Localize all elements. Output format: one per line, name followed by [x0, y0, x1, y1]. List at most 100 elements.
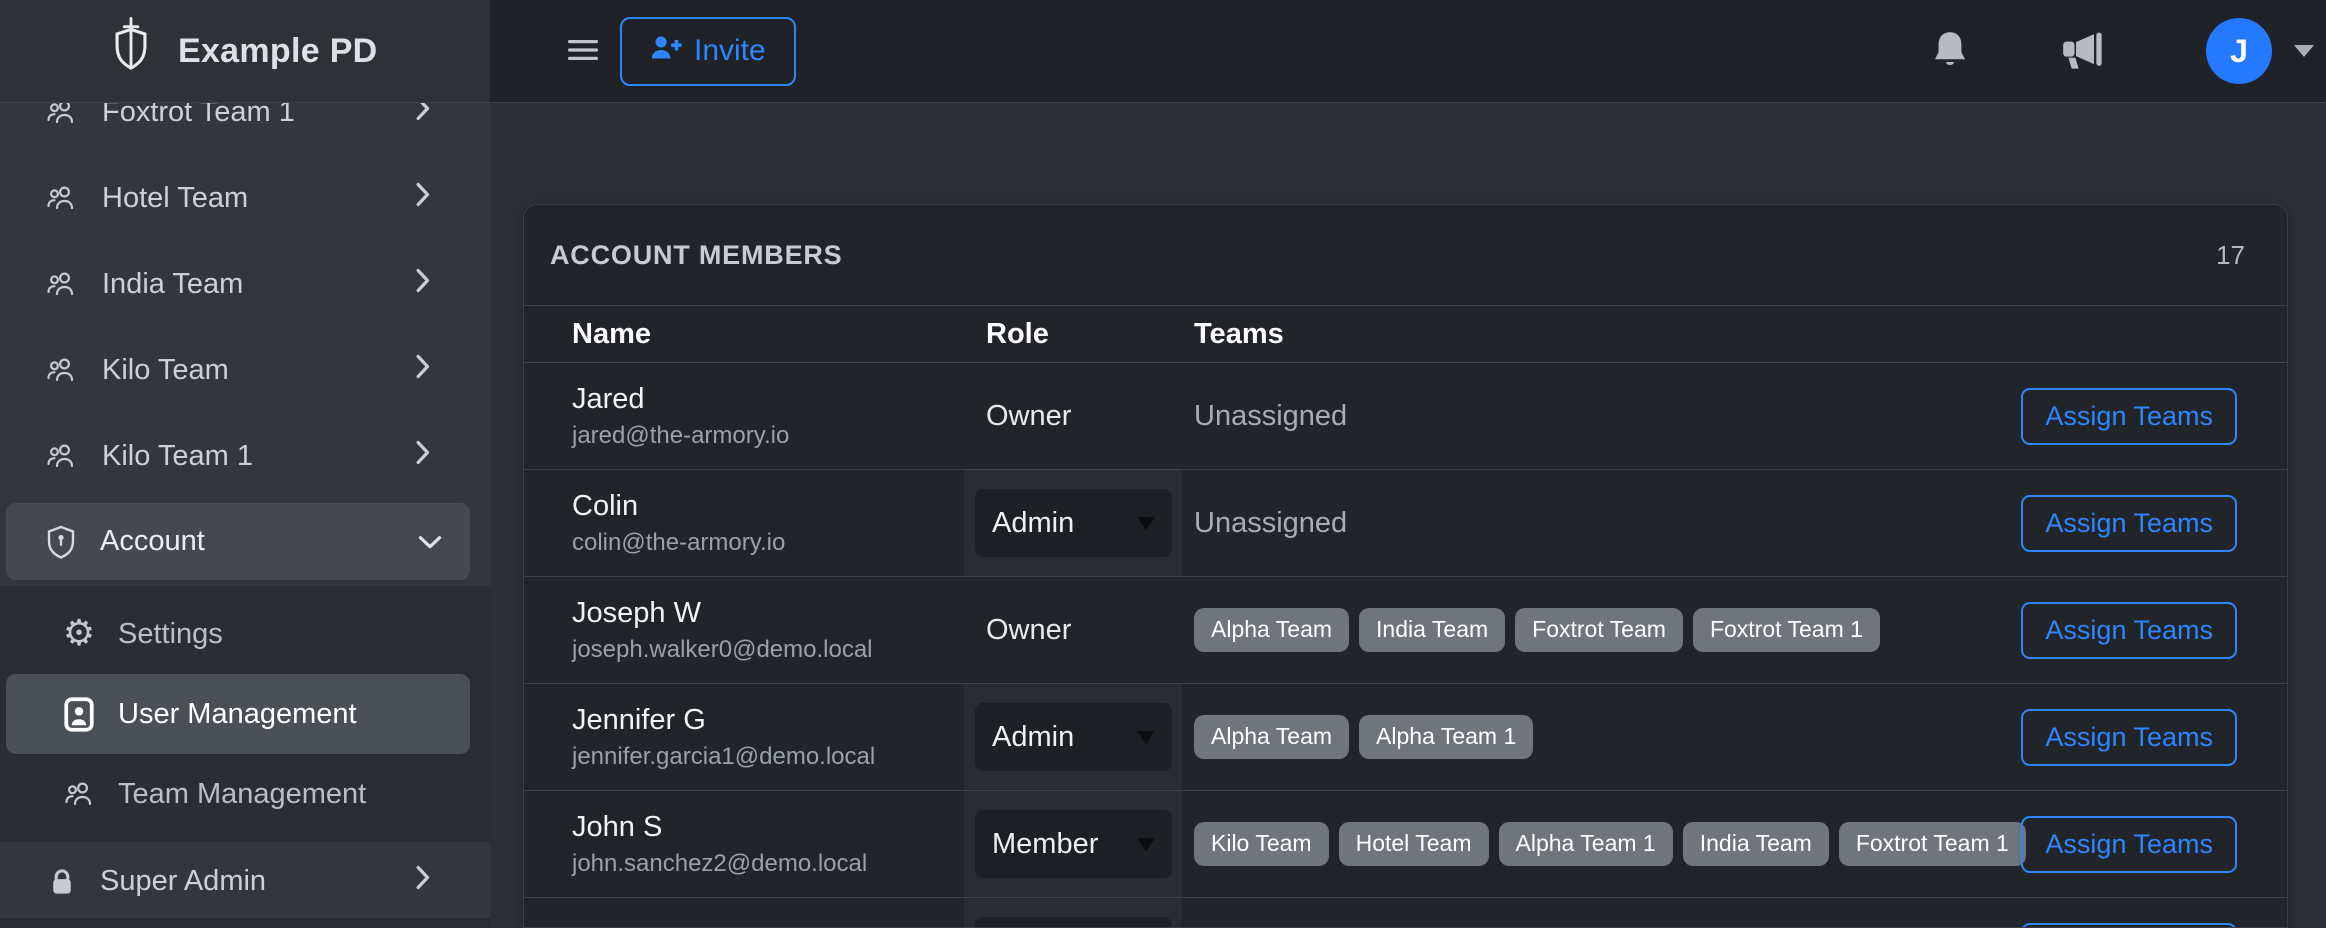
- member-role-cell: Owner: [964, 577, 1182, 683]
- page-content: ACCOUNT MEMBERS 17 Name Role Teams Jared…: [490, 103, 2326, 928]
- avatar[interactable]: J: [2206, 18, 2272, 84]
- column-header-role: Role: [986, 317, 1049, 350]
- member-email: jared@the-armory.io: [572, 422, 790, 450]
- dropdown-caret-icon: [1137, 837, 1155, 851]
- member-name-cell: Jennifer G jennifer.garcia1@demo.local: [524, 684, 964, 790]
- assign-teams-button[interactable]: Assign Teams: [2021, 601, 2237, 659]
- sidebar-item-label: India Team: [102, 267, 244, 300]
- assign-teams-button[interactable]: Assign Teams: [2021, 922, 2237, 927]
- member-role-text: Owner: [986, 399, 1072, 432]
- member-action-cell: Assign Teams: [2021, 363, 2287, 469]
- avatar-caret-down-icon[interactable]: [2294, 45, 2314, 57]
- sidebar-item-team-management[interactable]: Team Management: [0, 754, 490, 834]
- member-role-text: Owner: [986, 613, 1072, 646]
- invite-button-label: Invite: [694, 34, 766, 67]
- sidebar-item-team-4[interactable]: Kilo Team: [0, 327, 490, 413]
- invite-button[interactable]: Invite: [620, 16, 796, 86]
- member-email: jennifer.garcia1@demo.local: [572, 743, 876, 771]
- role-dropdown[interactable]: Admin: [975, 489, 1172, 557]
- role-dropdown[interactable]: Member: [975, 810, 1172, 878]
- role-dropdown[interactable]: [975, 917, 1172, 927]
- role-dropdown[interactable]: Admin: [975, 703, 1172, 771]
- column-header-actions: [2037, 306, 2287, 362]
- member-role-cell: [964, 898, 1182, 927]
- assign-teams-button[interactable]: Assign Teams: [2021, 815, 2237, 873]
- member-name: Colin: [572, 489, 639, 522]
- sidebar-item-team-1[interactable]: Foxtrot Team 1: [0, 103, 490, 155]
- member-role-cell: Admin: [964, 684, 1182, 790]
- member-name-cell: Sarah W: [524, 898, 964, 927]
- team-chip: Foxtrot Team: [1515, 608, 1683, 652]
- logo-text: Example PD: [178, 31, 378, 70]
- table-row: Joseph W joseph.walker0@demo.local Owner…: [524, 577, 2287, 684]
- assign-teams-button[interactable]: Assign Teams: [2021, 387, 2237, 445]
- team-chip: Alpha Team: [1194, 608, 1350, 652]
- member-role-cell: Admin: [964, 470, 1182, 576]
- role-dropdown-value: Admin: [992, 506, 1075, 539]
- sidebar-item-settings[interactable]: ⚙ Settings: [0, 594, 490, 674]
- table-row: Jared jared@the-armory.io Owner Unassign…: [524, 363, 2287, 470]
- sidebar-item-account[interactable]: Account: [6, 503, 470, 580]
- account-submenu: ⚙ Settings User Management Team Manageme…: [0, 586, 490, 842]
- team-chip: Foxtrot Team 1: [1838, 822, 2026, 866]
- shield-icon: [45, 525, 77, 559]
- member-name-cell: Colin colin@the-armory.io: [524, 470, 964, 576]
- dropdown-caret-icon: [1137, 730, 1155, 744]
- sidebar-subitem-label: User Management: [118, 697, 357, 730]
- notifications-button[interactable]: [1928, 26, 1972, 76]
- table-row: Colin colin@the-armory.io Admin Unassign…: [524, 470, 2287, 577]
- sidebar-item-label: Kilo Team 1: [102, 439, 253, 472]
- member-name: Jennifer G: [572, 703, 706, 736]
- role-dropdown-value: Admin: [992, 720, 1075, 753]
- person-plus-icon: [650, 34, 682, 69]
- table-row: Jennifer G jennifer.garcia1@demo.local A…: [524, 684, 2287, 791]
- hamburger-menu-button[interactable]: [562, 32, 604, 71]
- users-icon: [45, 271, 77, 297]
- chevron-right-icon: [415, 440, 430, 473]
- member-name: Joseph W: [572, 596, 701, 629]
- team-chip: Alpha Team 1: [1498, 822, 1673, 866]
- sidebar-subitem-label: Team Management: [118, 777, 367, 810]
- member-teams-cell: [1182, 898, 2037, 927]
- team-chip: Hotel Team: [1338, 822, 1489, 866]
- main-area: Invite: [490, 0, 2326, 928]
- announcements-button[interactable]: [2058, 26, 2110, 77]
- sidebar-item-super-admin[interactable]: Super Admin: [0, 845, 490, 918]
- logo-shield-sword-icon: [110, 16, 152, 86]
- chevron-right-icon: [415, 268, 430, 301]
- sidebar-item-label: Super Admin: [100, 865, 267, 897]
- member-teams-cell: Unassigned: [1182, 470, 2037, 576]
- sidebar-item-label: Foxtrot Team 1: [102, 103, 295, 128]
- card-header: ACCOUNT MEMBERS 17: [524, 205, 2287, 306]
- sidebar-item-label: Kilo Team: [102, 353, 229, 386]
- assign-teams-button[interactable]: Assign Teams: [2021, 494, 2237, 552]
- gear-icon: ⚙: [62, 613, 96, 654]
- chevron-down-icon: [418, 525, 442, 558]
- member-name-cell: Jared jared@the-armory.io: [524, 363, 964, 469]
- team-chip: India Team: [1359, 608, 1506, 652]
- users-icon: [45, 103, 77, 125]
- unassigned-label: Unassigned: [1194, 399, 1348, 432]
- unassigned-label: Unassigned: [1194, 506, 1348, 539]
- table-header-row: Name Role Teams: [524, 306, 2287, 363]
- chevron-right-icon: [415, 354, 430, 387]
- sidebar-item-team-5[interactable]: Kilo Team 1: [0, 413, 490, 499]
- sidebar-item-team-3[interactable]: India Team: [0, 241, 490, 327]
- sidebar-item-label: Account: [100, 525, 205, 557]
- chevron-right-icon: [415, 182, 430, 215]
- sidebar-team-list: Foxtrot Team 1 Hotel Team India Team: [0, 103, 490, 499]
- team-chip: Alpha Team 1: [1359, 715, 1534, 759]
- team-chip: Kilo Team: [1194, 822, 1329, 866]
- sidebar-subitem-label: Settings: [118, 617, 223, 650]
- table-row: John S john.sanchez2@demo.local Member K…: [524, 791, 2287, 898]
- member-teams-cell: Unassigned: [1182, 363, 2037, 469]
- assign-teams-button[interactable]: Assign Teams: [2021, 708, 2237, 766]
- sidebar-item-user-management[interactable]: User Management: [6, 674, 470, 754]
- chevron-right-icon: [415, 103, 430, 129]
- users-icon: [45, 357, 77, 383]
- hamburger-icon: [568, 38, 598, 65]
- sidebar-item-team-2[interactable]: Hotel Team: [0, 155, 490, 241]
